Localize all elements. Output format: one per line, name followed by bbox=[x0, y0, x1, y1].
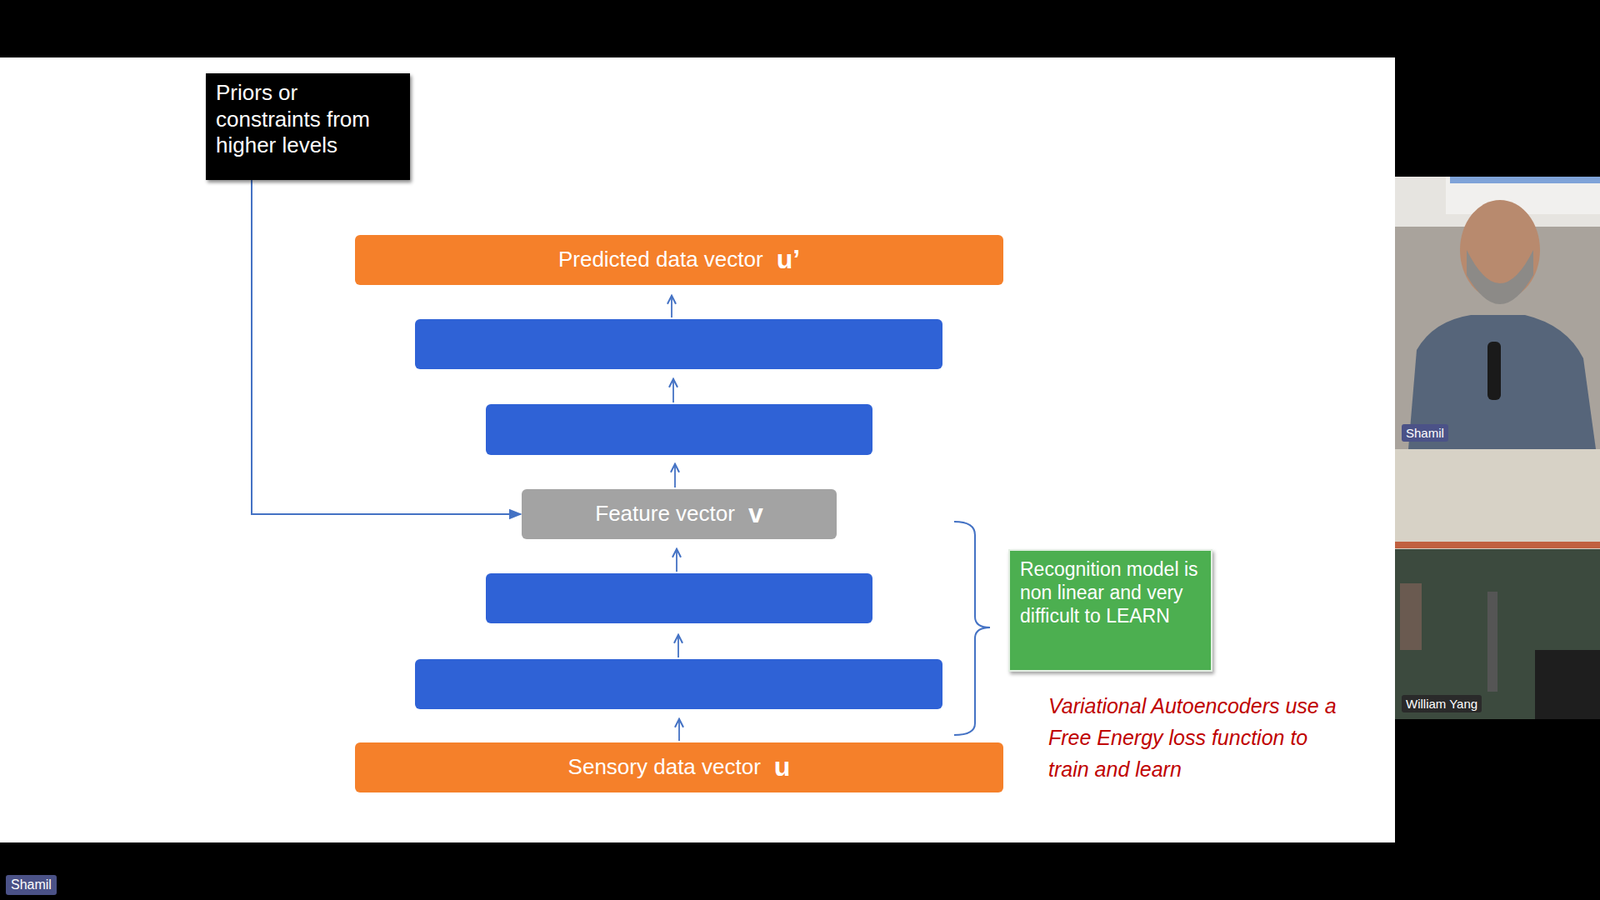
slide-ground bbox=[0, 57, 1395, 843]
connector-arrow bbox=[251, 180, 521, 515]
vector-symbol: v bbox=[748, 497, 764, 530]
layer-bar bbox=[415, 319, 943, 370]
layer-bar bbox=[485, 573, 873, 624]
vector-symbol: u’ bbox=[776, 243, 800, 276]
participant-name: Shamil bbox=[1401, 424, 1449, 442]
note-box: Recognition model is non linear and very… bbox=[1008, 549, 1213, 672]
node-text: Priors or constraints from higher levels bbox=[215, 80, 400, 160]
data-vector-bar: Sensory data vector u bbox=[355, 742, 1004, 793]
node-text: Recognition model is non linear and very… bbox=[1020, 557, 1201, 628]
layer-bar bbox=[485, 404, 873, 455]
data-vector-bar: Predicted data vector u’ bbox=[355, 235, 1004, 285]
annotation-note: Variational Autoencoders use a Free Ener… bbox=[1048, 690, 1349, 785]
participant-name: Shamil bbox=[5, 875, 57, 895]
node-text: Feature vector bbox=[595, 500, 735, 528]
node-text: Sensory data vector bbox=[568, 754, 761, 781]
prior-box: Priors or constraints from higher levels bbox=[205, 73, 410, 180]
node-text: Predicted data vector bbox=[558, 246, 764, 274]
layer-bar bbox=[415, 659, 943, 710]
feature-vector-bar: Feature vector v bbox=[521, 489, 837, 540]
participant-name: William Yang bbox=[1401, 695, 1482, 713]
vector-symbol: u bbox=[774, 750, 791, 784]
video-tile bbox=[1395, 176, 1600, 450]
brace bbox=[954, 521, 990, 735]
video-tile bbox=[1395, 449, 1600, 720]
